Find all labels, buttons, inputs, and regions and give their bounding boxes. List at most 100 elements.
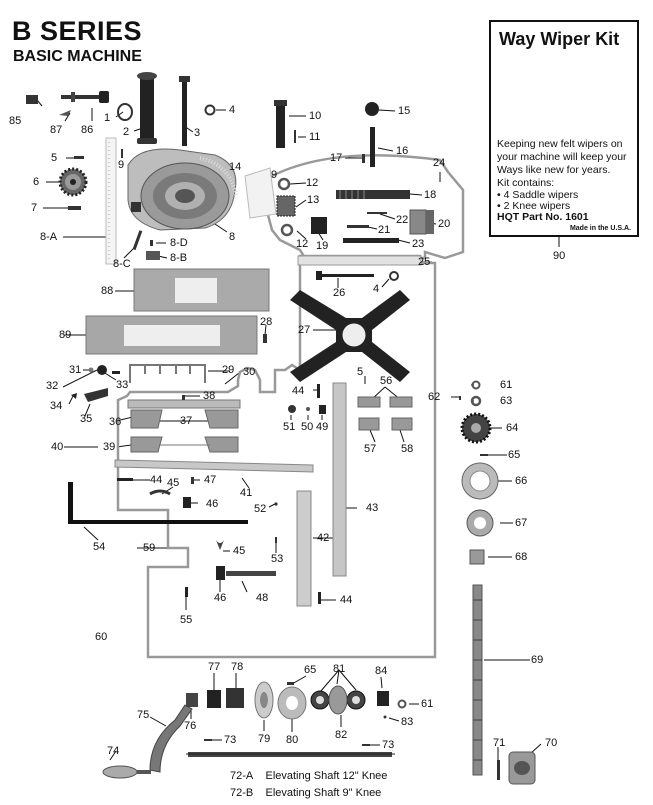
part-70-nut [508,751,536,785]
callout-8: 8 [229,231,236,243]
callout-49: 49 [316,421,329,433]
part-19-bracket [311,217,327,234]
callout-44a: 44 [150,474,163,486]
callout-12b: 12 [296,238,309,250]
part-62-pin [459,396,461,400]
callout-58: 58 [401,443,414,455]
column-outline [116,254,437,659]
callout-79: 79 [258,733,271,745]
part-36-wiper-left [130,409,163,429]
callout-8d: 8-D [170,237,188,249]
part-41-gib [114,459,314,473]
callout-52: 52 [254,503,267,515]
callout-51: 51 [283,421,296,433]
part-68-bushing [469,549,485,565]
callout-86: 86 [81,124,94,136]
part-67-bearing [466,509,494,537]
part-9-pin [121,149,123,158]
part-43-gib [332,382,347,577]
knee-outline [266,154,465,260]
legend-72b: 72-B Elevating Shaft 9" Knee [230,787,381,799]
callout-40: 40 [51,441,64,453]
callout-44c: 44 [340,594,353,606]
part-39-wiper-left [130,436,163,453]
part-38-screw [182,395,185,400]
part-15-knob [365,102,379,116]
part-20-block-right [426,210,434,234]
callout-68: 68 [515,551,528,563]
kit-part-number: HQT Part No. 1601 [497,211,589,223]
callout-18: 18 [424,189,437,201]
part-33-screw [112,371,120,374]
part-38-gib [127,399,241,409]
kit-contains-label: Kit contains: [497,177,555,189]
callout-8a: 8-A [40,231,58,243]
part-10-bolt [274,100,287,148]
part-21-rod [347,225,369,228]
part-51-knob [288,405,296,413]
callout-56: 56 [380,375,393,387]
callout-82: 82 [335,729,348,741]
callout-29: 29 [222,364,235,376]
callout-12a: 12 [306,177,319,189]
part-69-leadscrew [472,584,483,776]
callout-39: 39 [103,441,116,453]
callout-61a: 61 [500,379,513,391]
kit-description: Keeping new felt wipers on your machine … [497,138,627,176]
callout-53: 53 [271,553,284,565]
callout-71: 71 [493,737,506,749]
callout-23: 23 [412,238,425,250]
callout-3: 3 [194,127,201,139]
callout-61b: 61 [421,698,434,710]
callout-46a: 46 [206,498,219,510]
part-56-wiper-left [357,396,381,408]
callout-80: 80 [286,734,299,746]
callout-44b: 44 [292,385,305,397]
callout-65b: 65 [304,664,317,676]
part-58-wiper [391,417,413,431]
callout-73b: 73 [382,739,395,751]
callout-83: 83 [401,716,414,728]
callout-63: 63 [500,395,513,407]
part-80-collar [277,686,307,720]
part-73-key-left [204,739,212,741]
part-44-screw-b [317,384,320,398]
part-82-gear-housing [328,685,348,715]
part-8d-pin [150,240,153,246]
part-44-screw [117,478,133,481]
part-72-elevating-shaft [186,752,395,757]
part-84-nut [377,691,389,706]
part-54-bar [68,482,248,524]
part-81-bearings [310,690,366,710]
part-55-screw [185,587,188,597]
callout-41: 41 [240,487,253,499]
callout-13: 13 [307,194,320,206]
part-75-crank-arm [149,704,193,773]
callout-60: 60 [95,631,108,643]
part-18-screw-shaft [336,190,410,199]
callout-17: 17 [330,152,343,164]
callout-43: 43 [366,502,379,514]
callout-76: 76 [184,720,197,732]
callout-67: 67 [515,517,528,529]
part-12-washer-bottom [280,223,294,237]
part-3-bolt [179,76,190,146]
part-4-washer [204,104,216,116]
callout-1: 1 [104,112,111,124]
kit-item: • 2 Knee wipers [497,200,571,212]
callout-73a: 73 [224,734,237,746]
part-45-handle [149,489,171,496]
part-66-collar [461,462,499,500]
part-31-ball [88,367,94,373]
part-8c-pin [132,230,143,251]
callout-85: 85 [9,115,22,127]
callout-32: 32 [46,380,59,392]
part-88-plate [133,268,270,312]
part-57-wiper [358,417,380,431]
callout-20: 20 [438,218,451,230]
way-wiper-kit-box: Way Wiper Kit Keeping new felt wipers on… [489,20,639,237]
part-61-washer [471,380,481,390]
callout-78: 78 [231,661,244,673]
part-2-shaft [137,72,157,144]
